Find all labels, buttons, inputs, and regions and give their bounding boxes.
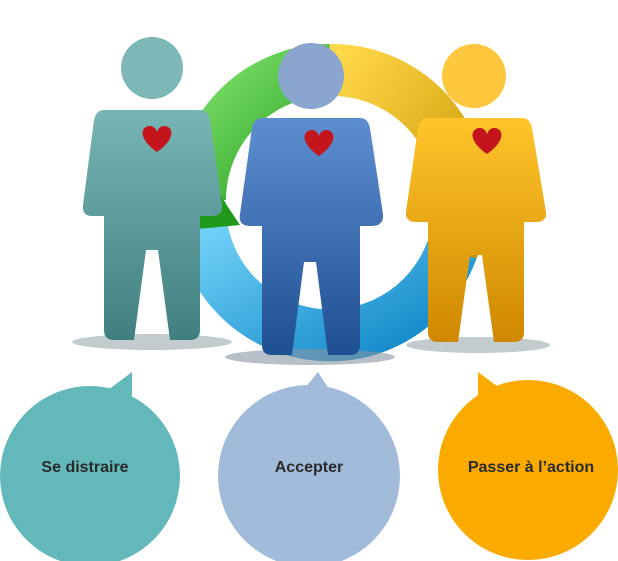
ring-segment-cyan	[173, 198, 477, 362]
orange-person	[405, 44, 547, 342]
label-accepter: Accepter	[274, 459, 344, 476]
blue-person-shadow	[225, 349, 395, 365]
bubble-passer-a-laction	[438, 372, 618, 560]
orange-person-shadow	[406, 337, 550, 353]
blue-person	[239, 43, 384, 355]
bubble-accepter	[218, 372, 400, 561]
orange-person-heart-icon	[472, 128, 502, 154]
bubble-se-distraire	[0, 372, 180, 561]
teal-person-heart-icon	[142, 126, 172, 152]
label-se-distraire: Se distraire	[41, 459, 129, 476]
blue-person-heart-icon	[304, 130, 334, 156]
teal-person	[82, 37, 223, 340]
teal-person-shadow	[72, 334, 232, 350]
label-passer-a-laction: Passer à l’action	[467, 459, 595, 476]
